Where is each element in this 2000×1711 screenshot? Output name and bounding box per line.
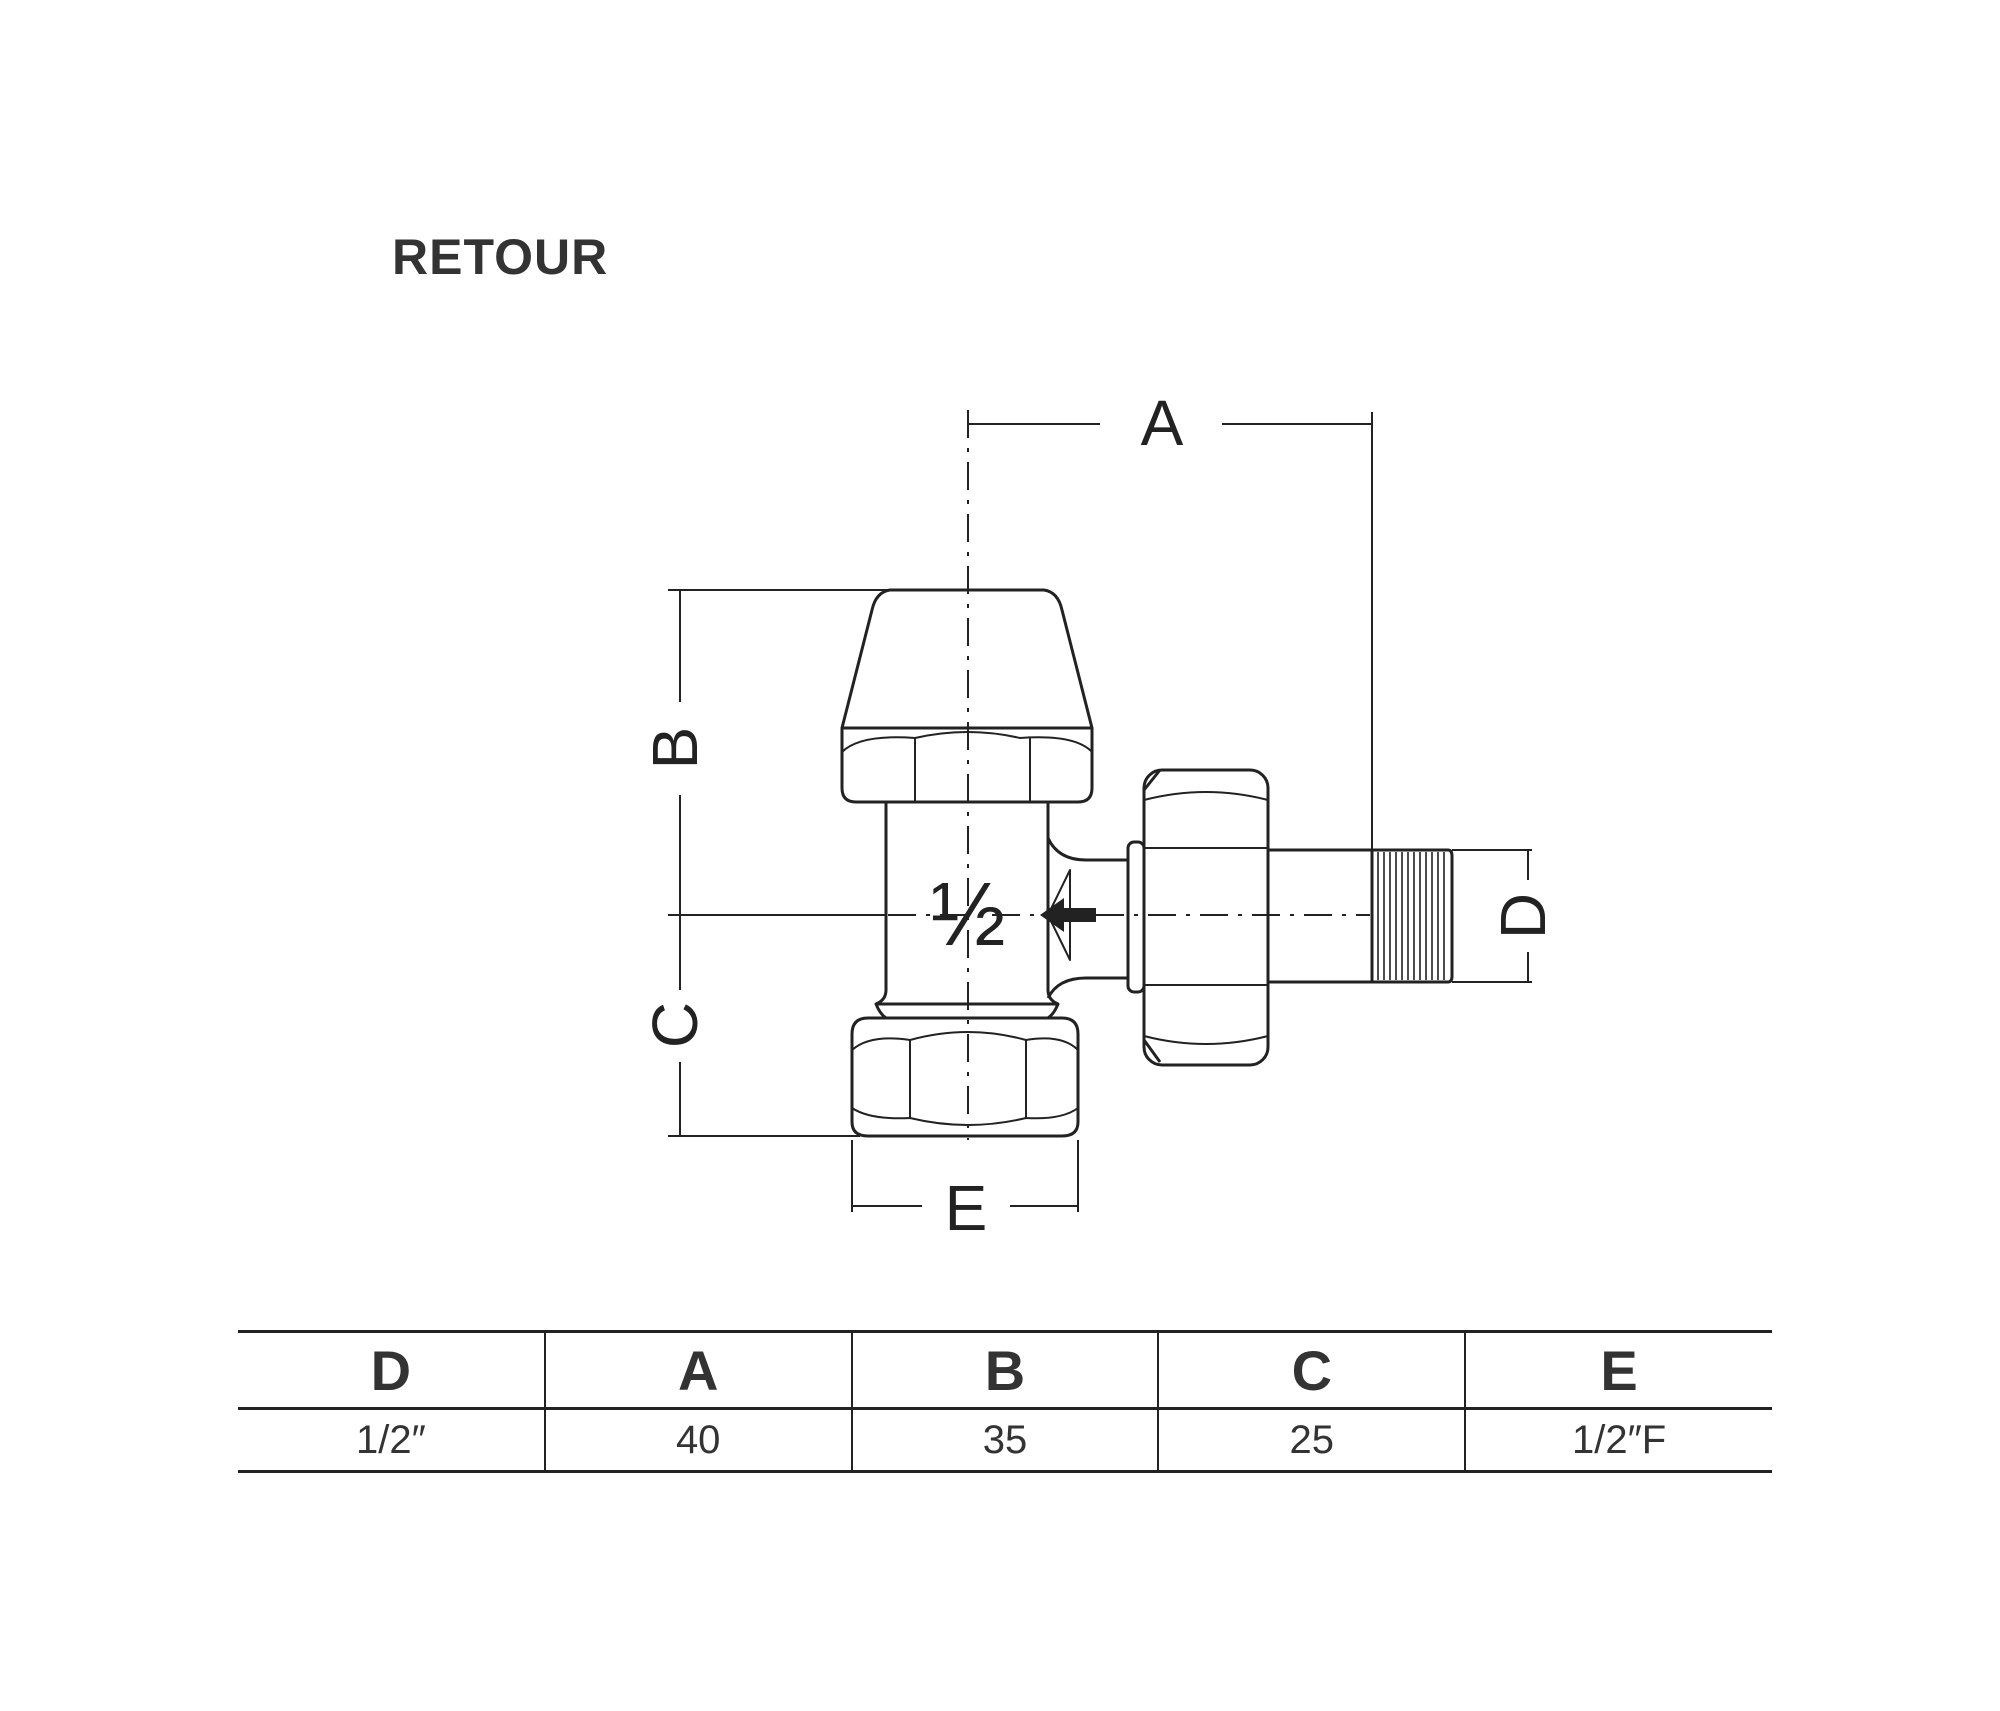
column-header-a: A	[543, 1331, 852, 1409]
column-header-e: E	[1464, 1331, 1772, 1409]
valve-lower-hex-nut	[850, 1016, 1080, 1138]
flow-arrow-icon	[1040, 898, 1096, 932]
tailpiece	[1268, 848, 1374, 984]
page-title: RETOUR	[392, 229, 609, 285]
dimension-e-label: E	[945, 1172, 988, 1244]
cell-d-value: 1/2″	[356, 1417, 426, 1462]
dimensions-table: D A B C E 1/2″ 40 35 25 1/2″F	[238, 1330, 1772, 1473]
size-mark: ½	[930, 865, 1005, 965]
column-header-d: D	[370, 1338, 412, 1402]
table-header-row: D A B C E	[238, 1331, 1772, 1409]
valve-neck-collar	[1126, 840, 1146, 994]
dimension-a-label: A	[1141, 387, 1184, 459]
dimension-b-label: B	[639, 727, 711, 770]
cell-c-value: 25	[1157, 1408, 1466, 1472]
dimension-e	[851, 1140, 1079, 1212]
column-header-c: C	[1157, 1331, 1466, 1409]
cell-a-value: 40	[543, 1408, 852, 1472]
threaded-end	[1372, 848, 1454, 984]
dimension-d-label: D	[1487, 893, 1559, 939]
dimension-b-c	[668, 589, 890, 1137]
union-nut	[1142, 768, 1270, 1067]
dimension-a	[968, 412, 1373, 850]
column-header-b: B	[850, 1331, 1159, 1409]
dimension-d	[1452, 849, 1532, 983]
valve-upper-hex-nut	[840, 726, 1094, 804]
cell-b-value: 35	[850, 1408, 1159, 1472]
cell-e-value: 1/2″F	[1464, 1408, 1772, 1472]
table-row: 1/2″ 40 35 25 1/2″F	[238, 1408, 1772, 1472]
dimension-c-label: C	[639, 1002, 711, 1048]
